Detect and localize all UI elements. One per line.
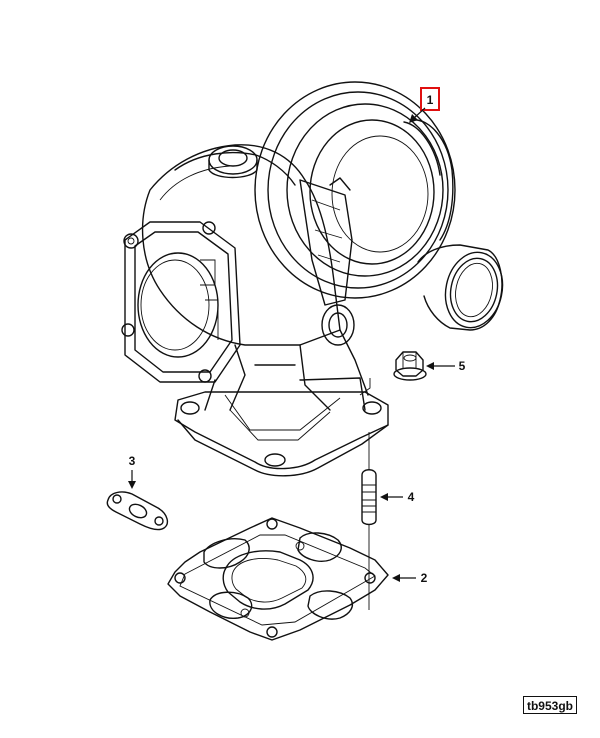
callout-3-arrowhead	[128, 481, 136, 489]
turbocharger-drawing	[121, 81, 504, 477]
callout-1-number: 1	[427, 93, 434, 107]
flange-nut-drawing	[393, 351, 427, 381]
installation-guide-line	[359, 378, 371, 610]
callout-3[interactable]: 3	[128, 454, 136, 489]
callout-1[interactable]: 1	[409, 87, 440, 123]
callout-1-arrowhead	[409, 114, 418, 123]
figure-id-label: tb953gb	[523, 696, 577, 714]
callout-5[interactable]: 5	[426, 359, 466, 373]
callout-5-number: 5	[459, 359, 466, 373]
callout-1-highlight-box	[420, 87, 440, 111]
callout-4-arrowhead	[380, 493, 388, 501]
callout-5-arrowhead	[426, 362, 434, 370]
exhaust-manifold-gasket-drawing	[167, 517, 389, 641]
oil-drain-gasket-drawing	[106, 491, 169, 531]
callout-2-arrowhead	[392, 574, 400, 582]
callout-3-number: 3	[129, 454, 136, 468]
callout-2-number: 2	[421, 571, 428, 585]
callout-4-number: 4	[408, 490, 415, 504]
stud-drawing	[361, 469, 377, 526]
callout-4[interactable]: 4	[380, 490, 415, 504]
callout-1-leader-line	[413, 107, 426, 119]
callout-2[interactable]: 2	[392, 571, 428, 585]
